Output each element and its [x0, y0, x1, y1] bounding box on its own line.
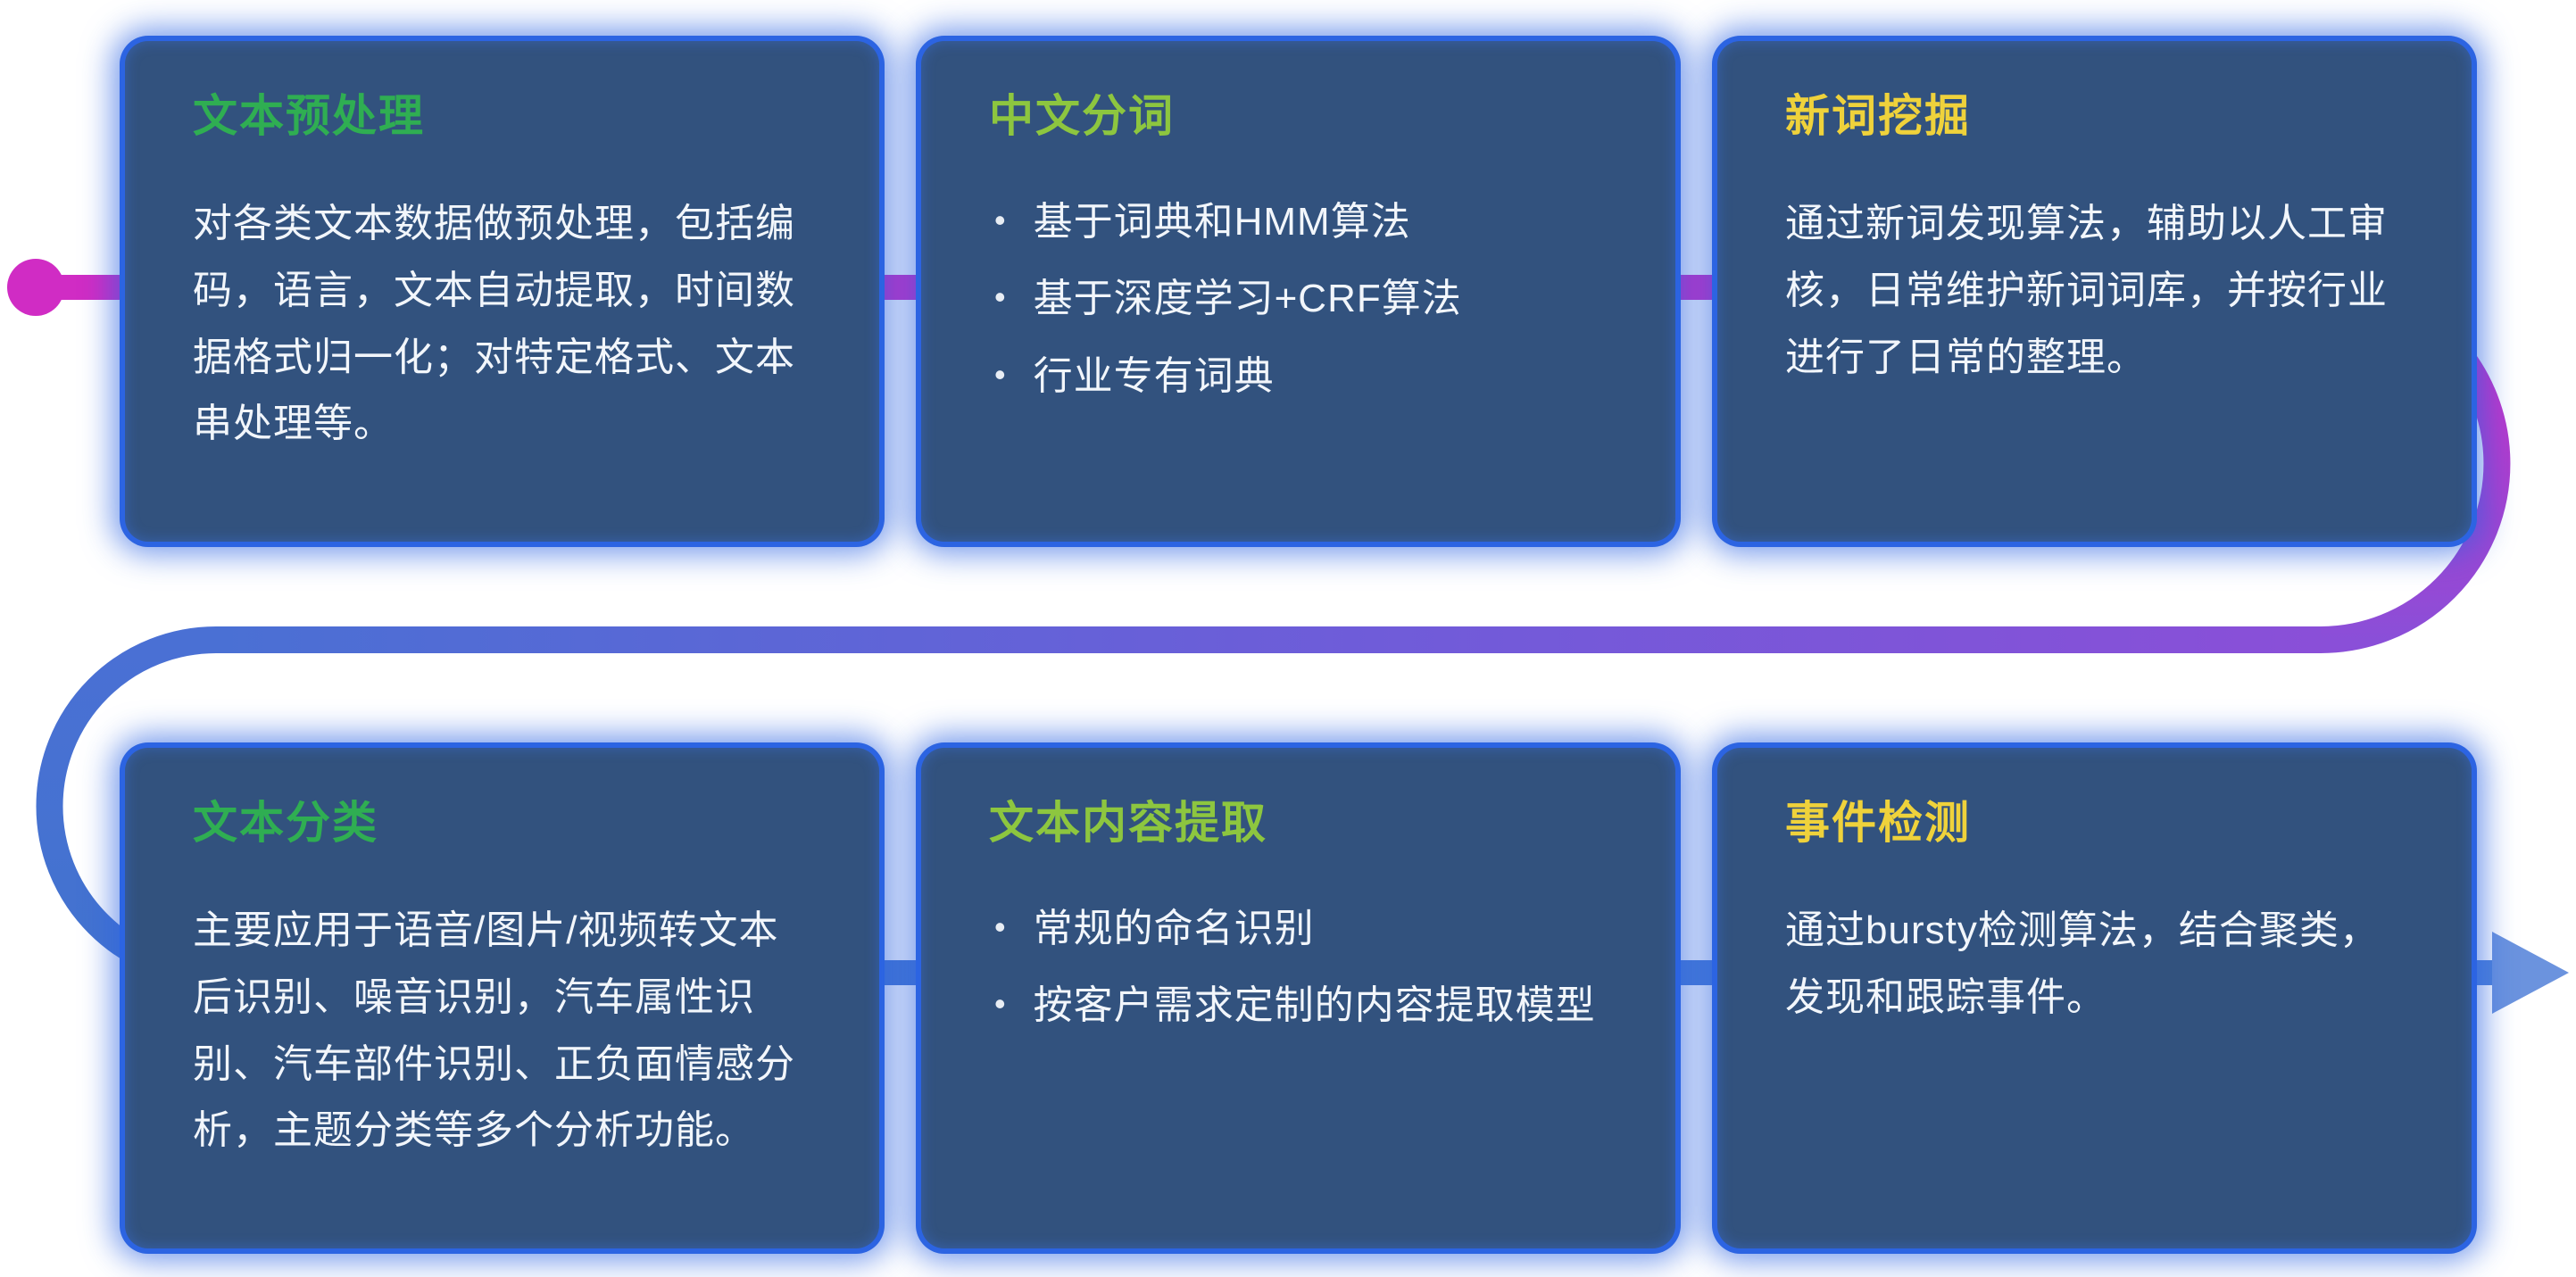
- card-body: 主要应用于语音/图片/视频转文本后识别、噪音识别，汽车属性识别、汽车部件识别、正…: [193, 908, 795, 1153]
- bullet-text: 基于词典和HMM算法: [1033, 200, 1411, 244]
- card-new-word-mining: 新词挖掘 通过新词发现算法，辅助以人工审核，日常维护新词词库，并按行业进行了日常…: [1717, 41, 2472, 542]
- card-text-content-extraction: 文本内容提取 • 常规的命名识别 • 按客户需求定制的内容提取模型: [921, 748, 1675, 1248]
- bullet-text: 按客户需求定制的内容提取模型: [1033, 983, 1596, 1028]
- card-text-preprocessing: 文本预处理 对各类文本数据做预处理，包括编码，语言，文本自动提取，时间数据格式归…: [125, 41, 879, 542]
- card-text-classification: 文本分类 主要应用于语音/图片/视频转文本后识别、噪音识别，汽车属性识别、汽车部…: [125, 748, 879, 1248]
- flow-arrow-icon: [2492, 932, 2569, 1014]
- bullet-icon: •: [994, 202, 1007, 238]
- bullet-text: 行业专有词典: [1033, 353, 1275, 398]
- list-item: • 基于词典和HMM算法: [994, 191, 1608, 253]
- list-item: • 按客户需求定制的内容提取模型: [994, 974, 1608, 1037]
- card-event-detection: 事件检测 通过bursty检测算法，结合聚类，发现和跟踪事件。: [1717, 748, 2472, 1248]
- bullet-icon: •: [994, 278, 1007, 316]
- card-chinese-word-segmentation: 中文分词 • 基于词典和HMM算法 • 基于深度学习+CRF算法 • 行业专有词…: [921, 41, 1675, 542]
- list-item: • 行业专有词典: [994, 345, 1608, 408]
- card-body: 对各类文本数据做预处理，包括编码，语言，文本自动提取，时间数据格式归一化；对特定…: [193, 202, 795, 446]
- list-item: • 基于深度学习+CRF算法: [994, 268, 1608, 330]
- card-bullet-list: • 常规的命名识别 • 按客户需求定制的内容提取模型: [989, 898, 1608, 1038]
- flow-start-dot: [7, 259, 64, 316]
- card-title: 文本内容提取: [989, 798, 1267, 848]
- card-title: 新词挖掘: [1785, 91, 1971, 141]
- card-body: 通过新词发现算法，辅助以人工审核，日常维护新词词库，并按行业进行了日常的整理。: [1785, 202, 2388, 379]
- bullet-text: 基于深度学习+CRF算法: [1033, 277, 1462, 321]
- bullet-icon: •: [994, 985, 1007, 1023]
- bullet-text: 常规的命名识别: [1033, 907, 1315, 950]
- card-title: 事件检测: [1785, 798, 1971, 848]
- card-bullet-list: • 基于词典和HMM算法 • 基于深度学习+CRF算法 • 行业专有词典: [989, 191, 1608, 408]
- bullet-icon: •: [994, 355, 1007, 393]
- bullet-icon: •: [994, 908, 1007, 945]
- card-body: 通过bursty检测算法，结合聚类，发现和跟踪事件。: [1785, 908, 2380, 1019]
- list-item: • 常规的命名识别: [994, 898, 1608, 960]
- card-title: 文本预处理: [193, 91, 425, 141]
- card-title: 中文分词: [989, 91, 1175, 141]
- card-title: 文本分类: [193, 798, 378, 848]
